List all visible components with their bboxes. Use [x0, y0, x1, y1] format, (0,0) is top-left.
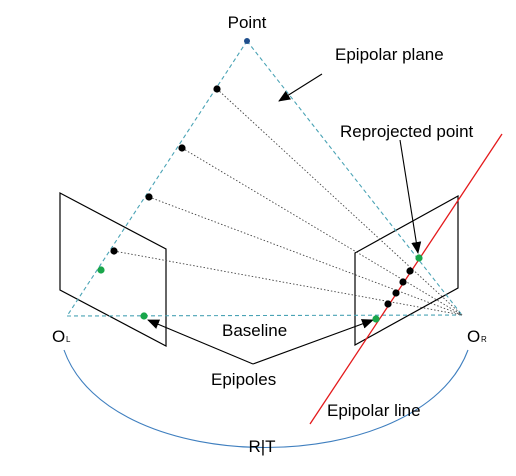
- left-projection-marker: [97, 266, 105, 274]
- epipolar-plane-arrow: [278, 73, 323, 102]
- projected-point-marker: [399, 278, 407, 286]
- baseline-label: Baseline: [222, 321, 287, 340]
- projection-ray: [113, 250, 463, 316]
- ol-label: O L: [52, 327, 71, 346]
- projected-points: [384, 267, 414, 308]
- rt-label: R|T: [248, 437, 275, 456]
- right-epipole-marker: [372, 315, 380, 323]
- reprojected-point-label: Reprojected point: [340, 122, 474, 141]
- or-label-main: O: [467, 327, 480, 346]
- projection-ray: [216, 88, 463, 316]
- world-point-marker: [145, 193, 153, 201]
- epipoles-label: Epipoles: [211, 370, 276, 389]
- epipolar-plane-label: Epipolar plane: [335, 45, 444, 64]
- point-label: Point: [228, 13, 267, 32]
- reprojected-point-arrow: [399, 139, 422, 254]
- or-label: O R: [467, 327, 487, 346]
- ol-label-main: O: [52, 327, 65, 346]
- left-image-plane: [59, 192, 167, 347]
- epipolar-plane-triangle: [66, 40, 463, 317]
- green-markers: [97, 254, 423, 323]
- epipolar-line-label: Epipolar line: [327, 401, 421, 420]
- epipole-left-arrow: [147, 319, 254, 365]
- rt-arc: [63, 349, 469, 448]
- world-point-marker: [213, 85, 221, 93]
- projection-ray: [181, 147, 463, 316]
- annotation-arrows: [147, 73, 422, 365]
- or-label-subscript: R: [481, 335, 487, 344]
- right-ray-edge: [246, 40, 463, 316]
- left-ray-edge: [66, 40, 248, 317]
- projected-point-marker: [392, 289, 400, 297]
- right-image-plane: [354, 194, 459, 347]
- epipolar-line: [309, 133, 503, 425]
- ol-label-subscript: L: [66, 335, 71, 344]
- world-point-marker: [178, 144, 186, 152]
- baseline-edge: [66, 314, 463, 317]
- projection-rays: [113, 88, 463, 316]
- projected-point-marker: [406, 267, 414, 275]
- projected-point-marker: [384, 300, 392, 308]
- world-points: [110, 85, 221, 255]
- left-epipole-marker: [140, 312, 148, 320]
- epipole-right-arrow: [252, 319, 374, 365]
- world-point-marker: [110, 247, 118, 255]
- reprojected-point-marker: [415, 254, 423, 262]
- point-marker: [244, 38, 250, 44]
- projection-ray: [148, 196, 463, 316]
